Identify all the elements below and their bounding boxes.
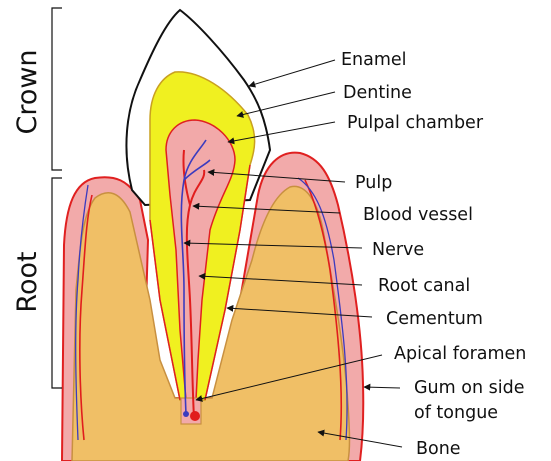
root-bracket — [52, 178, 62, 388]
apical-foramen-label: Apical foramen — [394, 344, 526, 364]
enamel-leader — [249, 60, 335, 86]
nerve-label: Nerve — [372, 240, 424, 260]
crown-bracket — [52, 8, 62, 170]
nerve-dot — [183, 411, 189, 417]
apical-foramen-opening — [181, 398, 201, 424]
gum-label-line1: Gum on side — [414, 378, 524, 398]
pulpal-chamber-label: Pulpal chamber — [347, 113, 484, 133]
gum-leader — [364, 387, 400, 388]
crown-side-label: Crown — [12, 49, 43, 134]
root-canal-label: Root canal — [378, 276, 470, 296]
gum-label-line2: of tongue — [414, 403, 498, 423]
dentine-label: Dentine — [343, 83, 412, 103]
root-side-label: Root — [12, 251, 43, 312]
cementum-label: Cementum — [386, 309, 483, 329]
bone-label: Bone — [416, 439, 461, 459]
enamel-label: Enamel — [341, 50, 407, 70]
pulp-label: Pulp — [355, 173, 392, 193]
blood-vessel-label: Blood vessel — [363, 205, 473, 225]
blood-vessel-dot — [190, 411, 200, 421]
